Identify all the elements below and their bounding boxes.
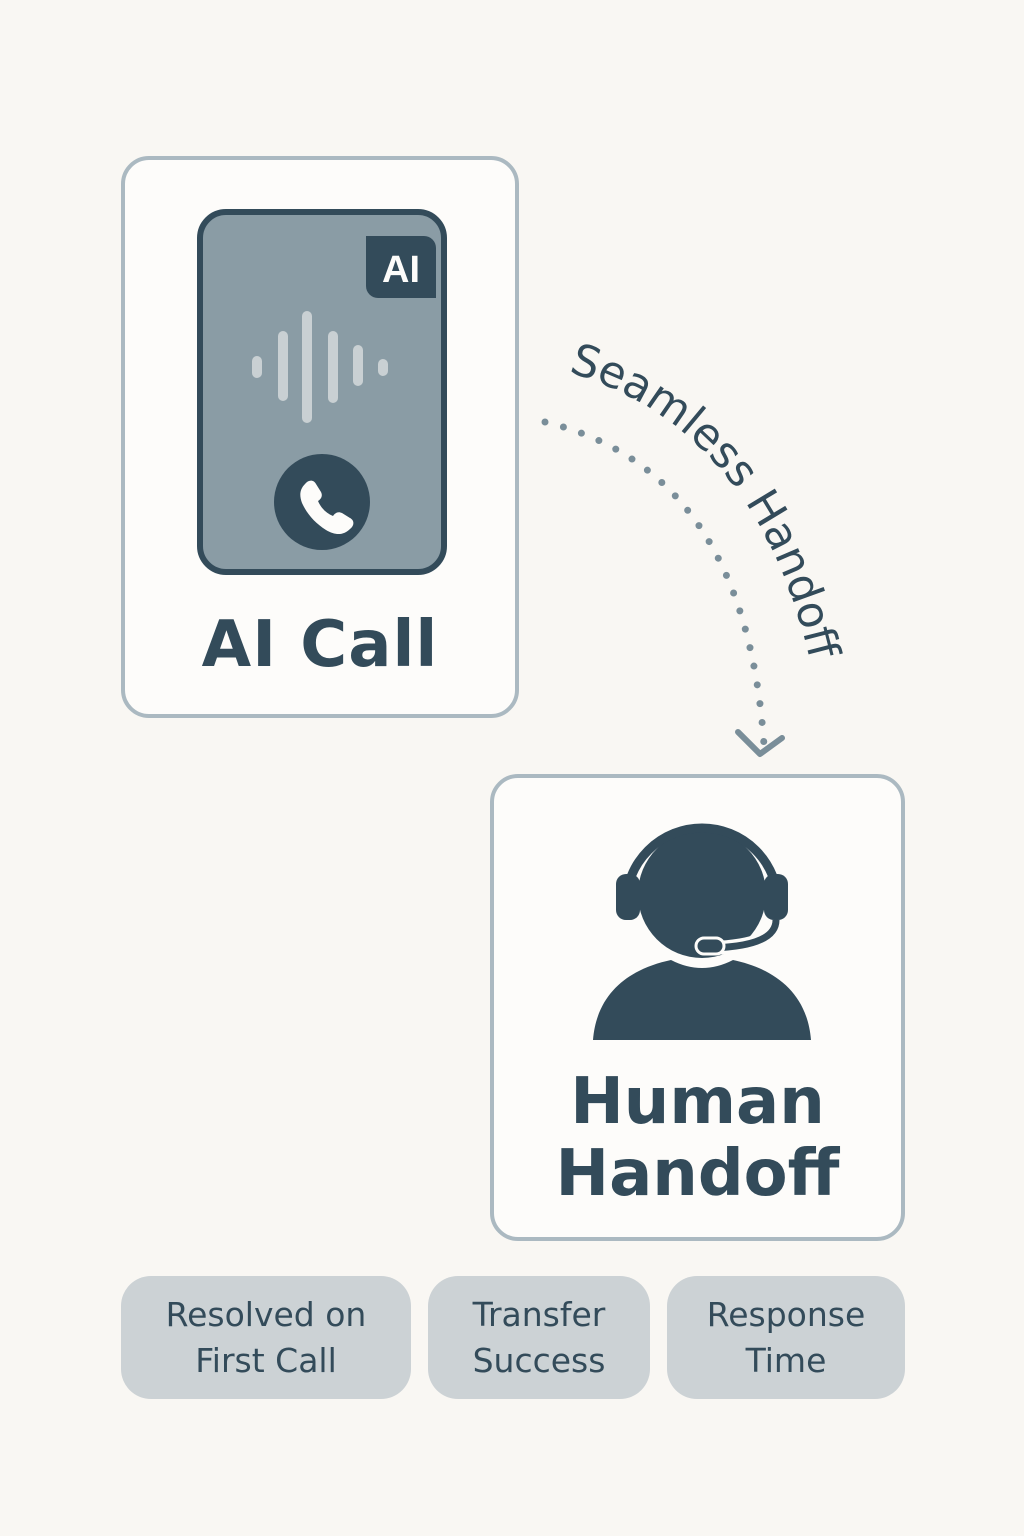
arrow-head-icon: [735, 729, 785, 757]
metric-label: Resolved on: [165, 1294, 367, 1334]
metric-label: Time: [745, 1340, 827, 1380]
ai-badge-label: AI: [382, 249, 420, 291]
support-agent-icon: [593, 823, 811, 1040]
phone-call-icon: [274, 454, 370, 550]
human-title-line2: Handoff: [555, 1137, 840, 1211]
metric-label: Response: [706, 1294, 866, 1334]
sound-wave-icon: [252, 311, 388, 423]
ai-badge: [366, 236, 436, 298]
seamless-handoff-label: Seamless Handoff: [565, 334, 850, 665]
human-title-line1: Human: [570, 1065, 825, 1139]
metric-label: Transfer: [472, 1294, 606, 1334]
metric-resolved-first-call: Resolved on First Call: [121, 1276, 411, 1399]
metric-label: Success: [472, 1340, 606, 1380]
metric-label: First Call: [195, 1340, 337, 1380]
human-handoff-card: Human Handoff: [490, 774, 905, 1241]
dotted-arrow: [541, 418, 768, 749]
human-handoff-title: Human Handoff: [494, 1066, 901, 1210]
ai-call-card: AI AI Call: [121, 156, 519, 718]
ai-phone-icon: AI: [197, 209, 447, 575]
ai-call-title: AI Call: [201, 608, 439, 682]
